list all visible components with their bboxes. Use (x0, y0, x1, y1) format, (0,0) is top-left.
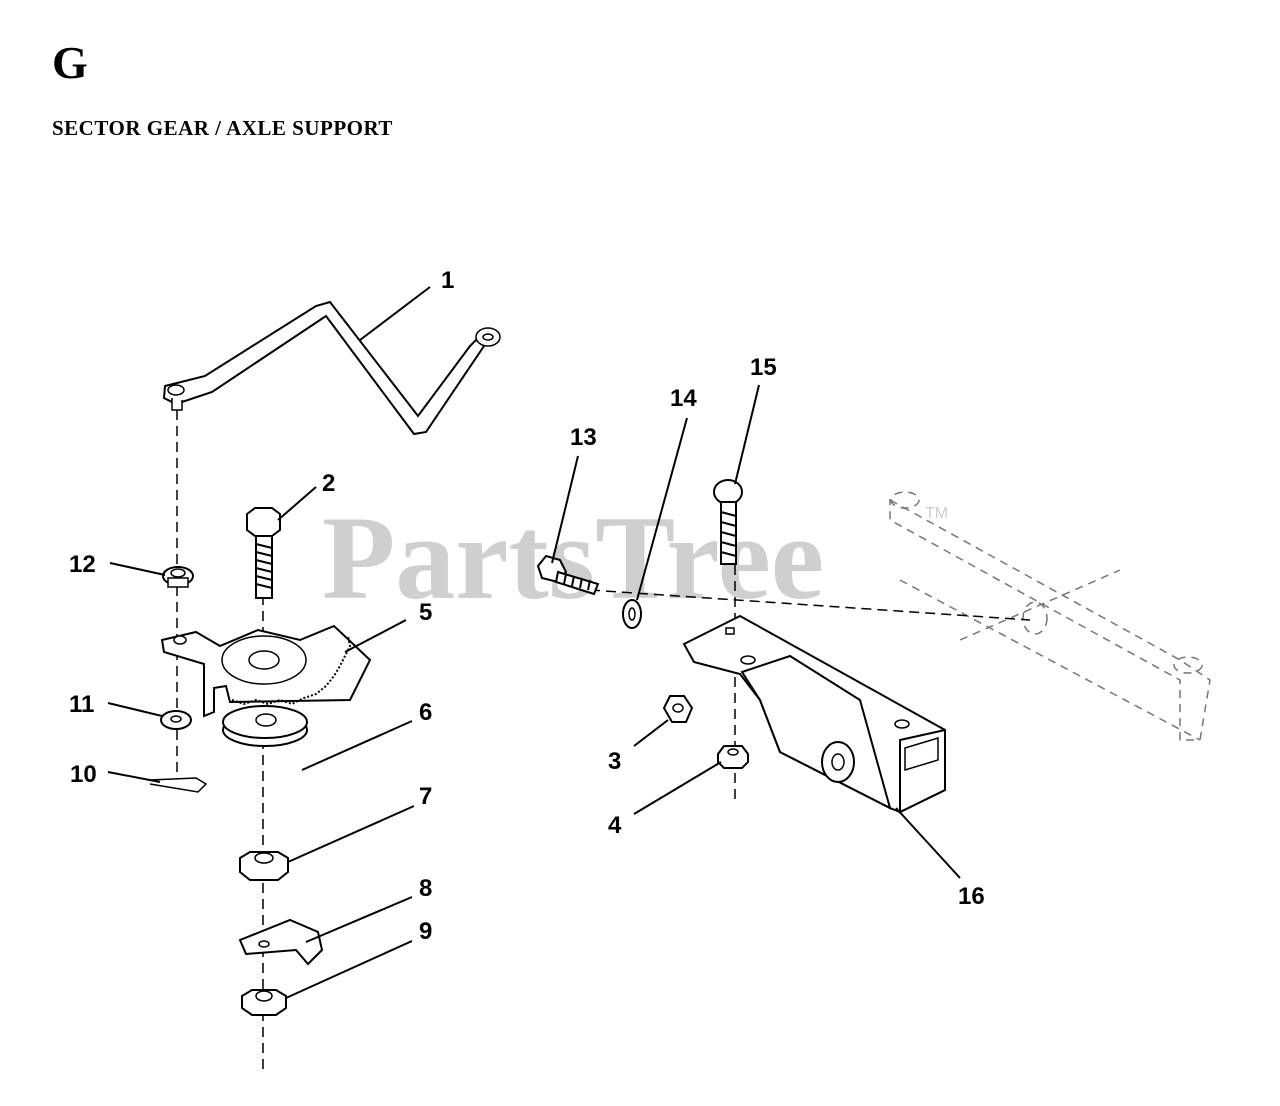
callout-12: 12 (69, 551, 96, 578)
bolt-13-part (536, 554, 600, 596)
callout-4: 4 (608, 812, 622, 839)
nut-3-part (662, 695, 694, 723)
callout-1: 1 (441, 267, 454, 294)
washer-14-part (622, 599, 642, 629)
watermark-text: PartsTree (322, 491, 824, 624)
section-title: SECTOR GEAR / AXLE SUPPORT (52, 116, 393, 140)
callout-9: 9 (419, 918, 432, 945)
section-letter: G (52, 37, 88, 88)
callout-3: 3 (608, 748, 621, 775)
callout-2: 2 (322, 470, 335, 497)
axle-support-bracket-part (682, 614, 946, 814)
flange-nut-part (162, 566, 194, 588)
callout-6: 6 (419, 699, 432, 726)
centerline-axle (589, 589, 1031, 621)
nut-4-part (717, 745, 749, 769)
axle-outline-ghost (889, 491, 1211, 741)
drag-link-part (162, 300, 501, 436)
cotter-pin-part (149, 777, 208, 793)
leader-lines (107, 286, 961, 999)
callout-10: 10 (70, 761, 97, 788)
callout-11: 11 (69, 691, 94, 718)
callout-7: 7 (419, 783, 432, 810)
watermark-trademark: TM (925, 505, 948, 522)
hex-bolt-part (246, 507, 281, 599)
sector-gear-part (160, 624, 372, 718)
washer-small-part (160, 710, 192, 730)
callout-15: 15 (750, 354, 777, 381)
callout-13: 13 (570, 424, 597, 451)
callout-16: 16 (958, 883, 985, 910)
carriage-bolt-part (713, 479, 743, 565)
clip-part (238, 918, 324, 966)
callout-14: 14 (670, 385, 697, 412)
callout-8: 8 (419, 875, 432, 902)
hex-nut-large-part (239, 851, 289, 881)
callout-5: 5 (419, 599, 432, 626)
hex-nut-small-part (241, 989, 287, 1016)
spacer-washer-part (222, 705, 308, 747)
